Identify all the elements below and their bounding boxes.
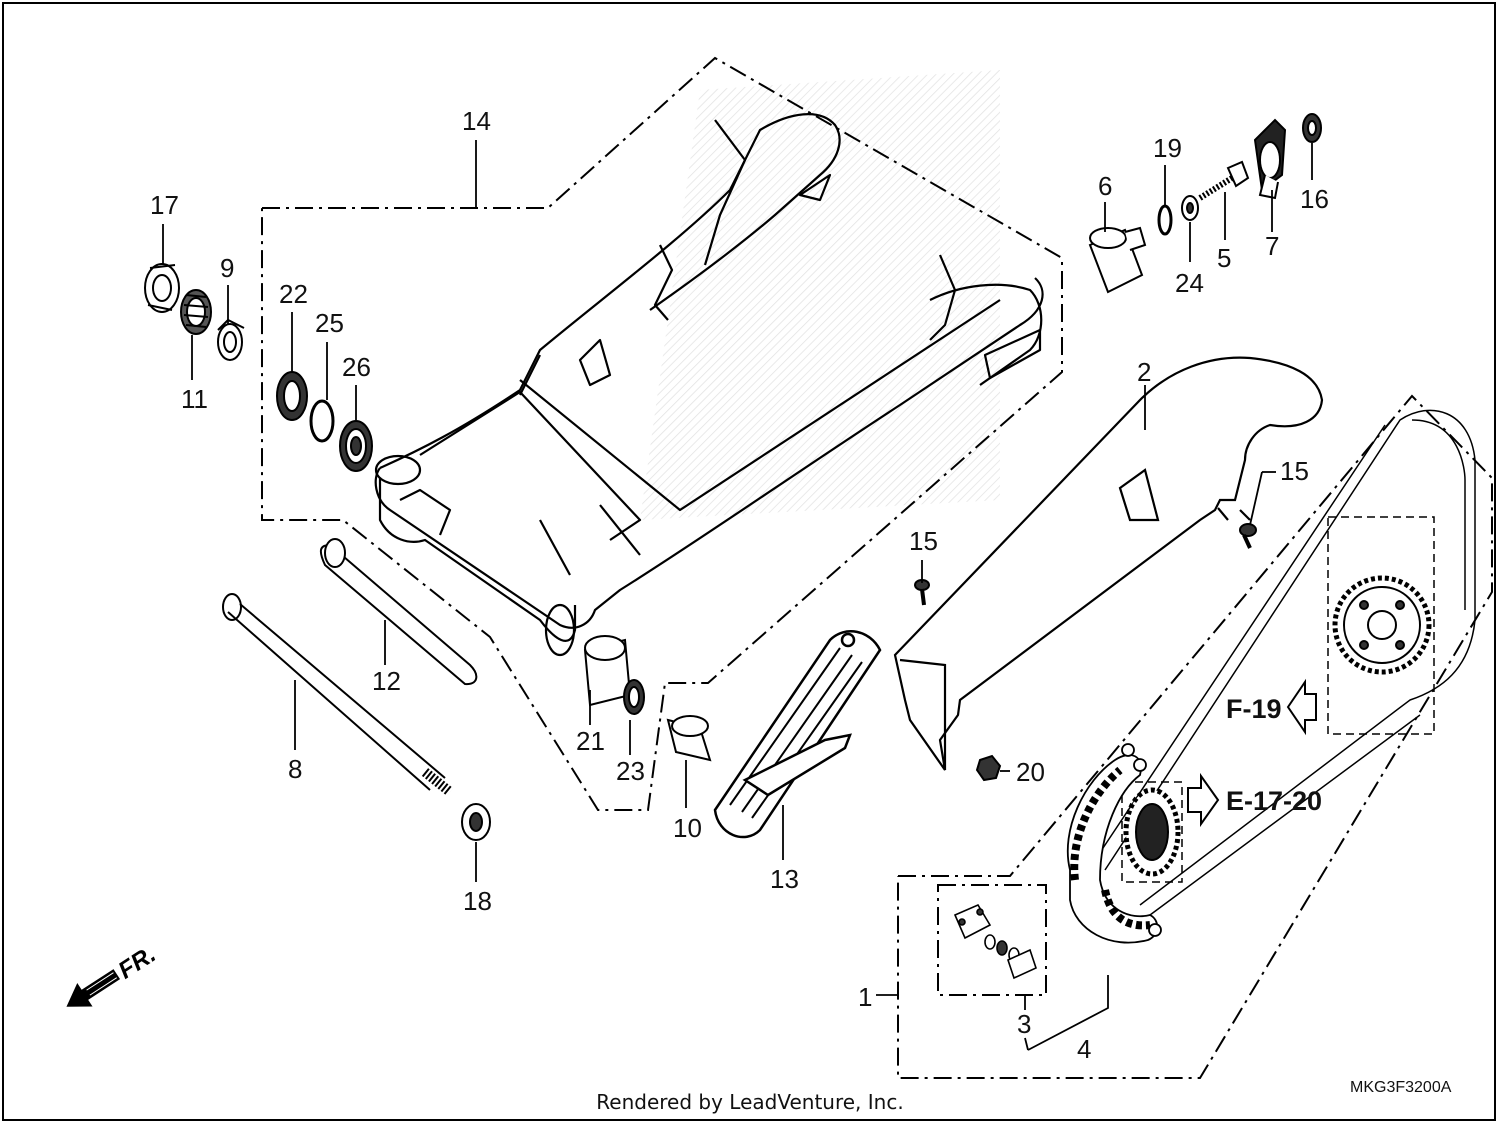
pivot-nut-18 (461, 803, 491, 841)
dust-seal-22 (276, 371, 308, 421)
nut-20 (975, 754, 1002, 782)
driven-sprocket-outline (1327, 516, 1435, 735)
pivot-bolt-8 (222, 593, 454, 796)
adjuster-plate-7 (1253, 118, 1287, 200)
front-marker-text: FR. (114, 941, 161, 985)
callout-17: 17 (150, 190, 179, 220)
callout-2: 2 (1137, 357, 1151, 387)
drawing-code: MKG3F3200A (1350, 1079, 1452, 1096)
callout-12: 12 (372, 666, 401, 696)
callout-22: 22 (279, 279, 308, 309)
callout-11: 11 (181, 384, 208, 414)
callout-18: 18 (463, 886, 492, 916)
driven-sprocket (1332, 575, 1432, 675)
callout-labels: 1 2 3 4 5 6 7 8 9 10 11 12 13 14 15 15 1… (150, 106, 1329, 1064)
ref-arrow-e17-20 (1187, 772, 1220, 828)
chain-case-2 (893, 356, 1324, 771)
callout-14: 14 (462, 106, 491, 136)
bolt-15-center (914, 579, 930, 606)
lock-nut-16 (1302, 113, 1322, 143)
callout-4: 4 (1077, 1034, 1091, 1064)
callout-24: 24 (1175, 268, 1204, 298)
callout-10: 10 (673, 813, 702, 843)
leader-lines (162, 140, 1313, 1051)
callout-21: 21 (576, 726, 605, 756)
snap-ring-19 (1157, 204, 1173, 236)
bearing-26 (339, 420, 373, 472)
chain-slider-13 (713, 630, 882, 839)
drive-chain-loop (1094, 409, 1476, 916)
adjusting-bolt-5 (1198, 160, 1250, 201)
pivot-collar-9 (217, 318, 245, 361)
collar-10 (666, 715, 712, 762)
callout-15-center: 15 (909, 526, 938, 556)
swingarm-part (374, 113, 1044, 657)
callout-16: 16 (1300, 184, 1329, 214)
pivot-collar-12 (319, 538, 478, 686)
watermark (640, 70, 1000, 520)
front-direction-arrow: FR. (66, 941, 161, 1007)
callout-9: 9 (220, 253, 234, 283)
callout-5: 5 (1217, 243, 1231, 273)
swingarm-group-outline (261, 56, 1063, 811)
seal-23 (623, 679, 645, 715)
callout-15-right: 15 (1280, 456, 1309, 486)
master-link-kit-3 (953, 903, 1037, 980)
ref-label-e17-20: E-17-20 (1226, 786, 1322, 816)
drive-sprocket-outline (1121, 781, 1183, 883)
washer-24 (1181, 195, 1199, 221)
callout-25: 25 (315, 308, 344, 338)
callout-26: 26 (342, 352, 371, 382)
master-link-kit-outline (937, 884, 1047, 996)
callout-23: 23 (616, 756, 645, 786)
callout-20: 20 (1016, 757, 1045, 787)
callout-8: 8 (288, 754, 302, 784)
render-credit: Rendered by LeadVenture, Inc. (596, 1090, 904, 1114)
ref-arrow-f19 (1286, 678, 1317, 736)
callout-6: 6 (1098, 171, 1112, 201)
bolt-15-top (1239, 523, 1257, 549)
pivot-bushing-11 (180, 289, 212, 335)
chain-group-outline (897, 394, 1493, 1079)
callout-13: 13 (770, 864, 799, 894)
pivot-nut-17 (144, 263, 180, 313)
callout-7: 7 (1265, 231, 1279, 261)
bearing-21 (583, 635, 632, 707)
chain-links-4 (1066, 743, 1162, 944)
callout-1: 1 (858, 982, 872, 1012)
adjuster-block-6 (1088, 226, 1147, 294)
snap-ring-25 (309, 399, 335, 443)
ref-label-f19: F-19 (1226, 694, 1282, 724)
callout-3: 3 (1017, 1009, 1031, 1039)
drive-sprocket (1123, 787, 1181, 877)
callout-19: 19 (1153, 133, 1182, 163)
